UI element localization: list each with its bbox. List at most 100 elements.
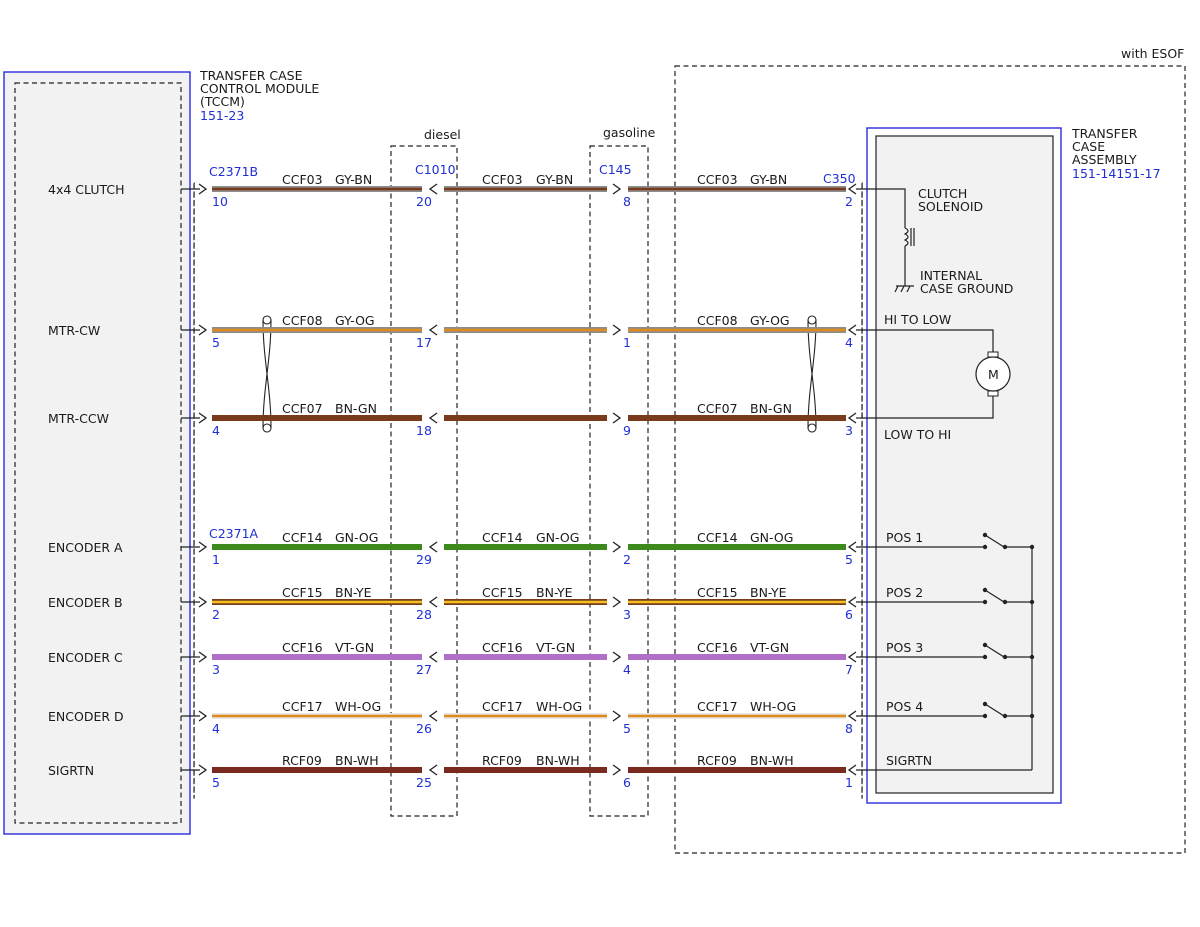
motor-wire-bottom bbox=[856, 396, 994, 419]
twist-marker bbox=[262, 315, 272, 325]
tccm-title-line2: CONTROL MODULE bbox=[200, 81, 319, 96]
switch-contact bbox=[982, 654, 988, 660]
circuit-label: CCF16 bbox=[482, 640, 523, 655]
switch-blade-icon bbox=[984, 644, 1005, 658]
pin-number: 5 bbox=[623, 721, 631, 736]
pin-arrow-icon bbox=[847, 596, 857, 608]
pin-arrow-icon bbox=[612, 651, 622, 663]
clutch-solenoid-label1: CLUTCH bbox=[918, 186, 967, 201]
motor-brush-top bbox=[987, 351, 999, 358]
circuit-label: CCF03 bbox=[282, 172, 323, 187]
signal-label: ENCODER A bbox=[48, 540, 123, 555]
connector-c145: C145 bbox=[599, 162, 632, 177]
circuit-label: CCF14 bbox=[697, 530, 738, 545]
pin-number: 26 bbox=[416, 721, 432, 736]
pin-number: 7 bbox=[845, 662, 853, 677]
pin-arrow-icon bbox=[198, 541, 208, 553]
twist-line bbox=[262, 319, 272, 429]
circuit-label: CCF17 bbox=[697, 699, 738, 714]
wire-color-label: BN-YE bbox=[750, 585, 787, 600]
circuit-label: CCF15 bbox=[482, 585, 523, 600]
pin-number: 5 bbox=[212, 775, 220, 790]
assembly-inner-box bbox=[875, 135, 1054, 794]
pin-number: 8 bbox=[845, 721, 853, 736]
wire-color-label: GY-OG bbox=[335, 313, 375, 328]
circuit-label: CCF14 bbox=[482, 530, 523, 545]
pin-arrow-icon bbox=[198, 710, 208, 722]
pin-arrow-icon bbox=[428, 412, 438, 424]
pin-arrow-icon bbox=[198, 324, 208, 336]
circuit-label: CCF07 bbox=[282, 401, 323, 416]
pin-arrow-icon bbox=[428, 764, 438, 776]
circuit-label: CCF17 bbox=[482, 699, 523, 714]
pin-arrow-icon bbox=[198, 412, 208, 424]
pin-number: 2 bbox=[845, 194, 853, 209]
pin-number: 5 bbox=[845, 552, 853, 567]
pin-arrow-icon bbox=[198, 183, 208, 195]
switch-label: POS 1 bbox=[886, 530, 923, 545]
pin-number: 20 bbox=[416, 194, 432, 209]
ground-icon bbox=[894, 285, 914, 293]
circuit-label: CCF07 bbox=[697, 401, 738, 416]
tccm-title-line1: TRANSFER CASE bbox=[199, 68, 303, 83]
pin-arrow-icon bbox=[612, 541, 622, 553]
clutch-solenoid-wire bbox=[856, 188, 906, 228]
switch-label: POS 2 bbox=[886, 585, 923, 600]
diesel-connector-box bbox=[390, 145, 458, 817]
pin-number: 5 bbox=[212, 335, 220, 350]
pin-arrow-icon bbox=[847, 710, 857, 722]
pin-number: 2 bbox=[212, 607, 220, 622]
hi-to-low-label: HI TO LOW bbox=[884, 312, 951, 327]
pin-number: 25 bbox=[416, 775, 432, 790]
solenoid-coil-icon bbox=[903, 227, 909, 247]
wire-color-label: GN-OG bbox=[335, 530, 378, 545]
signal-label: ENCODER B bbox=[48, 595, 123, 610]
pin-number: 3 bbox=[212, 662, 220, 677]
pin-number: 8 bbox=[623, 194, 631, 209]
pin-arrow-icon bbox=[847, 183, 857, 195]
wire-color-label: GN-OG bbox=[536, 530, 579, 545]
pin-number: 3 bbox=[845, 423, 853, 438]
circuit-label: CCF17 bbox=[282, 699, 323, 714]
wire-color-label: WH-OG bbox=[536, 699, 582, 714]
pin-number: 28 bbox=[416, 607, 432, 622]
signal-label: 4x4 CLUTCH bbox=[48, 182, 125, 197]
pin-number: 4 bbox=[623, 662, 631, 677]
pin-number: 1 bbox=[212, 552, 220, 567]
signal-label: MTR-CW bbox=[48, 323, 100, 338]
esof-region bbox=[674, 65, 1186, 854]
circuit-label: CCF08 bbox=[697, 313, 738, 328]
switch-label: SIGRTN bbox=[886, 753, 932, 768]
circuit-label: CCF08 bbox=[282, 313, 323, 328]
twist-marker bbox=[262, 423, 272, 433]
signal-label: ENCODER C bbox=[48, 650, 123, 665]
pin-arrow-icon bbox=[198, 764, 208, 776]
bus-junction bbox=[1029, 544, 1035, 550]
switch-contact bbox=[982, 599, 988, 605]
circuit-label: CCF03 bbox=[697, 172, 738, 187]
circuit-label: RCF09 bbox=[697, 753, 737, 768]
connector-c2371b: C2371B bbox=[209, 164, 258, 179]
pin-arrow-icon bbox=[612, 596, 622, 608]
tccm-title-line3: (TCCM) bbox=[200, 94, 245, 109]
gasoline-connector-box bbox=[589, 145, 649, 817]
connector-c1010: C1010 bbox=[415, 162, 456, 177]
circuit-label: CCF15 bbox=[697, 585, 738, 600]
pin-arrow-icon bbox=[847, 541, 857, 553]
signal-label: SIGRTN bbox=[48, 763, 94, 778]
wire-color-label: VT-GN bbox=[335, 640, 374, 655]
switch-pivot bbox=[982, 701, 988, 707]
diesel-label: diesel bbox=[424, 127, 461, 142]
pin-arrow-icon bbox=[612, 764, 622, 776]
assembly-title-line3: ASSEMBLY bbox=[1072, 152, 1137, 167]
pin-arrow-icon bbox=[612, 412, 622, 424]
wire-color-label: GN-OG bbox=[750, 530, 793, 545]
pin-number: 1 bbox=[845, 775, 853, 790]
connector-c2371a: C2371A bbox=[209, 526, 259, 541]
